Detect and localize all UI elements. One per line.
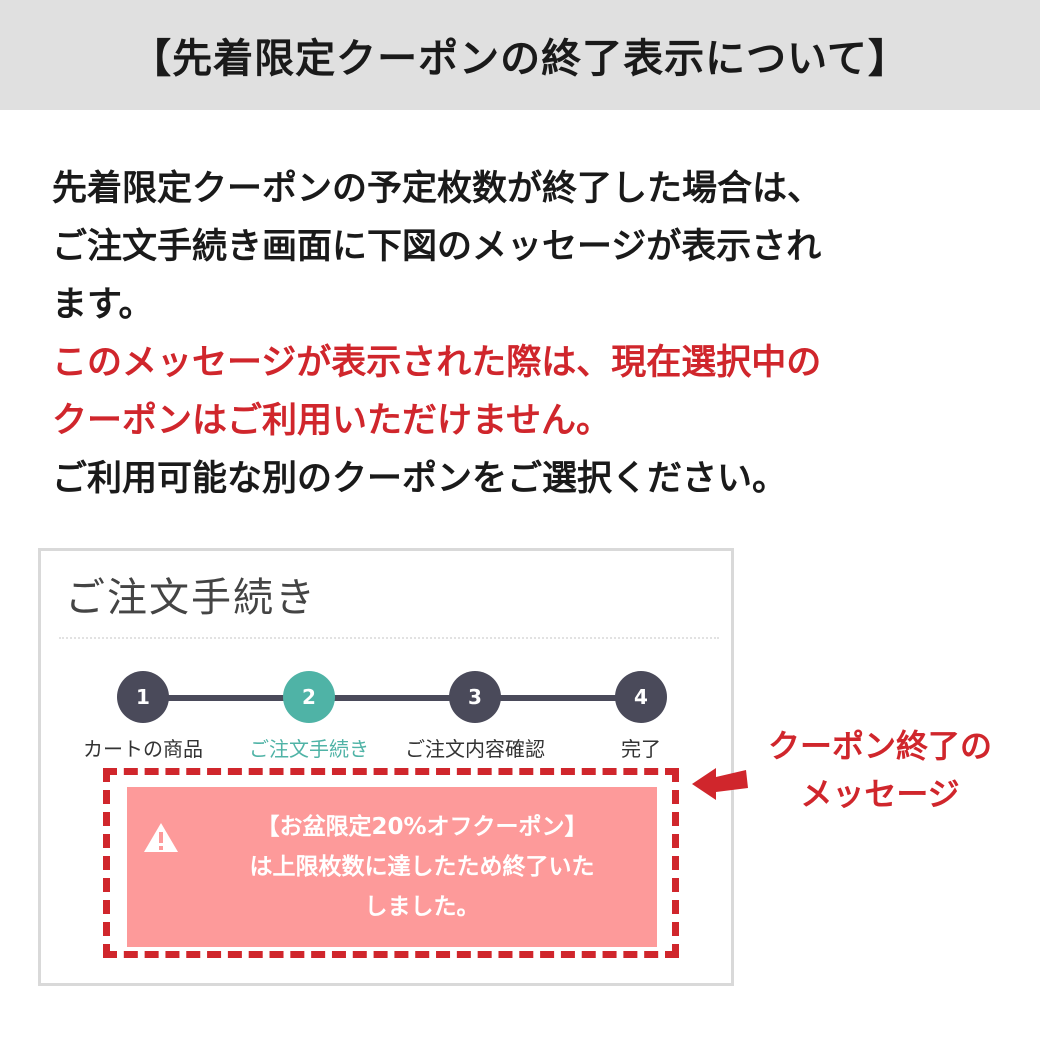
callout-label: クーポン終了の メッセージ: [767, 727, 992, 813]
intro-line: 先着限定クーポンの予定枚数が終了した場合は、: [52, 169, 823, 209]
intro-line: ご利用可能な別のクーポンをご選択ください。: [52, 459, 788, 499]
intro-warning-line: このメッセージが表示された際は、現在選択中の: [52, 343, 822, 383]
alert-message: 【お盆限定20%オフクーポン】 は上限枚数に達したため終了いた しました。: [249, 814, 595, 920]
header-banner: 【先着限定クーポンの終了表示について】: [0, 0, 1040, 110]
warning-icon: [144, 823, 178, 852]
step-circle-1: 1: [117, 671, 169, 723]
coupon-ended-alert: 【お盆限定20%オフクーポン】 は上限枚数に達したため終了いた しました。: [127, 787, 657, 947]
intro-text: 先着限定クーポンの予定枚数が終了した場合は、 ご注文手続き画面に下図のメッセージ…: [52, 160, 1002, 508]
step-circle-3: 3: [449, 671, 501, 723]
divider: [59, 637, 719, 639]
step-circle-2: 2: [283, 671, 335, 723]
step-label-complete: 完了: [621, 737, 661, 761]
intro-warning-line: クーポンはご利用いただけません。: [52, 401, 611, 441]
step-label-confirm: ご注文内容確認: [405, 737, 545, 761]
page-title: 【先着限定クーポンの終了表示について】: [131, 36, 909, 82]
intro-line: ご注文手続き画面に下図のメッセージが表示され: [52, 227, 822, 267]
checkout-title: ご注文手続き: [65, 575, 317, 621]
step-circle-4: 4: [615, 671, 667, 723]
step-label-cart: カートの商品: [83, 737, 203, 761]
highlight-dashed-box: [103, 768, 679, 958]
intro-line: ます。: [52, 285, 154, 325]
arrow-left-icon: [692, 768, 748, 800]
step-label-checkout: ご注文手続き: [249, 737, 369, 761]
checkout-screenshot: ご注文手続き 1 2 3 4 カートの商品 ご注文手続き ご注文内容確認 完了 …: [38, 548, 734, 986]
stepper-track: [143, 695, 641, 701]
